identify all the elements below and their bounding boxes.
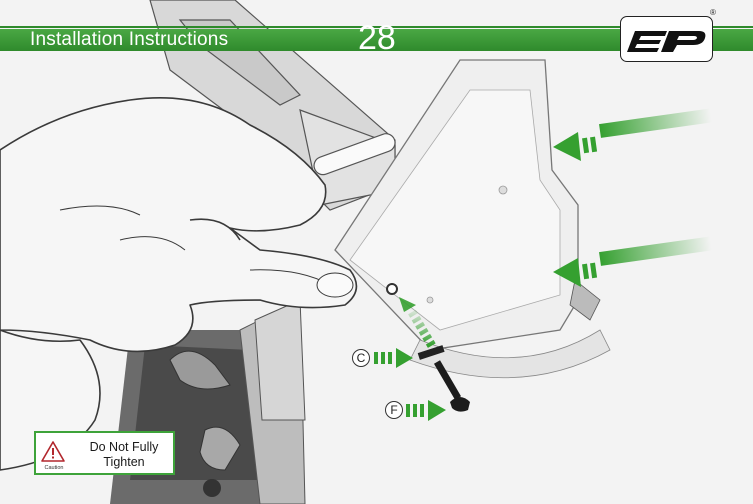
screw-hole [387,284,397,294]
callout-f-label: F [385,401,403,419]
caution-triangle-icon [40,440,66,464]
page-number: 28 [358,20,396,56]
caution-small-label: Caution [39,465,69,471]
callout-c-label: C [352,349,370,367]
caution-message-line1: Do Not Fully [76,440,172,455]
caution-box: Caution Do Not Fully Tighten [34,431,175,475]
caution-message-line2: Tighten [76,455,172,470]
document-title: Installation Instructions [30,28,228,52]
registered-mark: ® [710,8,716,17]
ep-logo-icon [620,16,713,62]
caution-message: Do Not Fully Tighten [76,440,172,470]
